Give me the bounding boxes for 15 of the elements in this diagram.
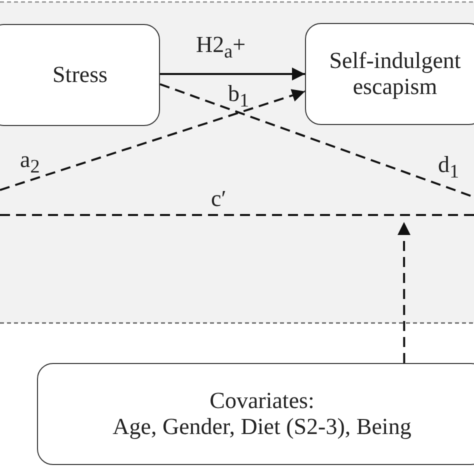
rounded-box: [37, 363, 474, 465]
node-title: Self-indulgent escapism: [328, 48, 462, 100]
dashed-arrow: [0, 89, 306, 191]
node-title: Stress: [52, 62, 108, 88]
dashed-arrow: [398, 222, 411, 363]
node-title: Covariates:: [210, 388, 314, 414]
edge-label: H2$_{a}$+: [196, 33, 246, 62]
edge-label: d$_{1}$: [438, 153, 460, 182]
rounded-box: [305, 23, 474, 125]
line-label: c′: [211, 187, 226, 210]
arrow: [160, 68, 305, 80]
path-label: b$_{1}$: [228, 82, 250, 111]
rounded-box: [0, 24, 160, 126]
node-text: Age, Gender, Diet (S2-3), Being: [112, 414, 412, 440]
edge-label: a$_{2}$: [20, 148, 40, 177]
